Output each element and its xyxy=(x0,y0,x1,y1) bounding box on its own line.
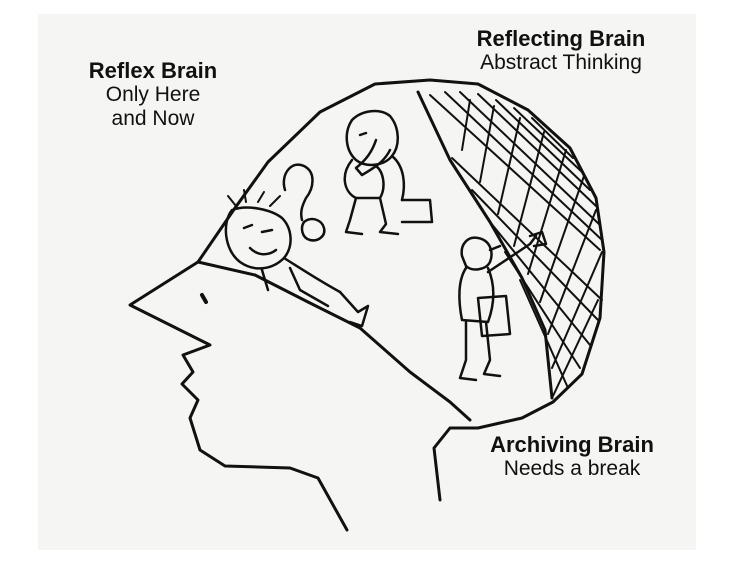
filing-shelf-grid xyxy=(429,91,603,397)
reflecting-brain-label: Reflecting Brain Abstract Thinking xyxy=(432,26,690,75)
thinker-figure xyxy=(343,109,434,236)
archiving-brain-title: Archiving Brain xyxy=(490,432,654,457)
reflex-brain-line1: Only Here xyxy=(105,83,201,107)
reflex-brain-line2: and Now xyxy=(111,107,195,131)
archivist-figure xyxy=(458,230,548,382)
archiving-brain-label: Archiving Brain Needs a break xyxy=(452,432,692,481)
diagram-panel xyxy=(38,14,696,550)
reflex-division-line xyxy=(196,260,472,422)
eye xyxy=(200,293,208,304)
caveman-figure xyxy=(224,163,370,328)
head-outline xyxy=(128,78,606,532)
reflex-brain-title: Reflex Brain xyxy=(88,58,218,83)
reflex-brain-label: Reflex Brain Only Here and Now xyxy=(58,58,248,132)
archiving-brain-subtitle: Needs a break xyxy=(503,457,641,481)
archive-wall-line xyxy=(416,90,554,400)
reflecting-brain-title: Reflecting Brain xyxy=(476,26,646,51)
reflecting-brain-subtitle: Abstract Thinking xyxy=(480,51,642,75)
